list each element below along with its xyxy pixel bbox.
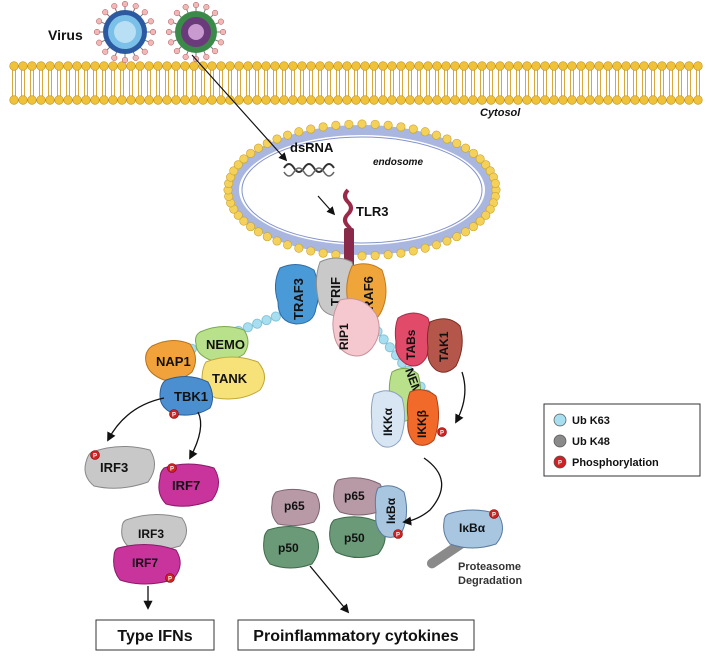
proteasome-label-line2: Degradation <box>458 575 522 587</box>
irf3-b-label: IRF3 <box>138 527 164 541</box>
p65-a-label: p65 <box>284 499 305 513</box>
ikka-label: IKKα <box>381 407 395 436</box>
arrow-dsrna-to-tlr3 <box>317 195 336 216</box>
p65-b-label: p65 <box>344 489 365 503</box>
arrow-tbk1-to-irf3 <box>107 397 165 442</box>
phospho-mark: P <box>90 450 100 460</box>
tbk1-protein <box>159 376 214 416</box>
cytokines-box <box>237 619 475 651</box>
tak1-protein <box>426 318 463 373</box>
trif-label: TRIF <box>328 277 343 306</box>
traf3-protein <box>274 264 320 325</box>
proteasome-label-line1: Proteasome <box>458 561 521 573</box>
type-ifns-box <box>95 619 215 651</box>
svg-text:P: P <box>492 513 496 519</box>
nemo-left-label: NEMO <box>206 337 245 352</box>
rip1-label: RIP1 <box>337 323 351 350</box>
p50-a-label: p50 <box>278 541 299 555</box>
plasma-membrane <box>9 61 703 105</box>
traf3-label: TRAF3 <box>291 278 306 320</box>
virus-label: Virus <box>48 27 83 43</box>
arrow-tak1-to-ikk <box>455 371 466 424</box>
irf7-protein-b <box>113 544 181 585</box>
tabs-protein <box>394 312 432 367</box>
arrow-virus-to-endosome <box>191 54 288 162</box>
irf7-b-label: IRF7 <box>132 556 158 570</box>
phospho-mark: P <box>393 529 403 539</box>
legend-item: Ub K63 <box>553 413 610 427</box>
tabs-label: TABs <box>404 329 418 360</box>
p50-protein-a <box>263 526 319 569</box>
tlr3-label: TLR3 <box>356 204 389 219</box>
virus-icon-1 <box>93 0 157 64</box>
irf7-a-label: IRF7 <box>172 478 200 493</box>
irf7-protein-a <box>158 463 219 507</box>
tak1-label: TAK1 <box>437 331 451 362</box>
cytosol-label: Cytosol <box>480 107 521 119</box>
dsrna-label: dsRNA <box>290 140 334 155</box>
cytokines-label: Proinflammatory cytokines <box>253 628 459 645</box>
phospho-mark: P <box>167 463 177 473</box>
ikkb-label: IKKβ <box>415 410 429 438</box>
svg-text:P: P <box>170 467 174 473</box>
phospho-mark: P <box>165 573 175 583</box>
dsrna-helix <box>283 163 335 173</box>
type-ifns-label: Type IFNs <box>117 628 192 645</box>
p65-protein-a <box>271 488 320 527</box>
svg-text:P: P <box>440 431 444 437</box>
ikba-free-label: IκBα <box>459 521 486 535</box>
legend-label: Ub K63 <box>572 415 610 427</box>
phospho-mark: P <box>169 409 179 419</box>
endosome-label: endosome <box>373 157 423 168</box>
irf3-protein-a <box>84 446 155 489</box>
arrow-nfkb-to-cytokines <box>309 565 350 614</box>
ikba-bound-label: IκBα <box>384 497 398 524</box>
tlr3-tm <box>344 228 354 266</box>
virus-icon-2 <box>165 1 227 63</box>
irf3-a-label: IRF3 <box>100 460 128 475</box>
arrow-tbk1-to-irf7 <box>189 411 202 460</box>
rip1-protein <box>332 298 380 357</box>
svg-text:P: P <box>168 577 172 583</box>
arrow-ikk-to-ikba <box>402 457 443 526</box>
tank-label: TANK <box>212 371 248 386</box>
p65-protein-b <box>333 477 384 516</box>
legend-item: Ub K48 <box>553 434 610 448</box>
tbk1-label: TBK1 <box>174 389 208 404</box>
ikka-protein <box>370 390 406 448</box>
endosome <box>223 119 501 261</box>
svg-text:P: P <box>172 413 176 419</box>
svg-text:P: P <box>93 454 97 460</box>
p50-b-label: p50 <box>344 531 365 545</box>
tank-protein <box>201 356 265 400</box>
phospho-mark: P <box>489 509 499 519</box>
nap1-label: NAP1 <box>156 354 191 369</box>
legend-item: P Phosphorylation <box>553 455 659 469</box>
legend-label: Phosphorylation <box>572 457 659 469</box>
phospho-mark: P <box>437 427 447 437</box>
svg-text:P: P <box>396 533 400 539</box>
svg-text:P: P <box>558 461 562 467</box>
ikkb-protein <box>406 389 440 446</box>
phosphorylation-marks: P P P P P P P <box>90 409 499 583</box>
ikba-bound-protein <box>374 485 408 538</box>
legend-label: Ub K48 <box>572 436 610 448</box>
